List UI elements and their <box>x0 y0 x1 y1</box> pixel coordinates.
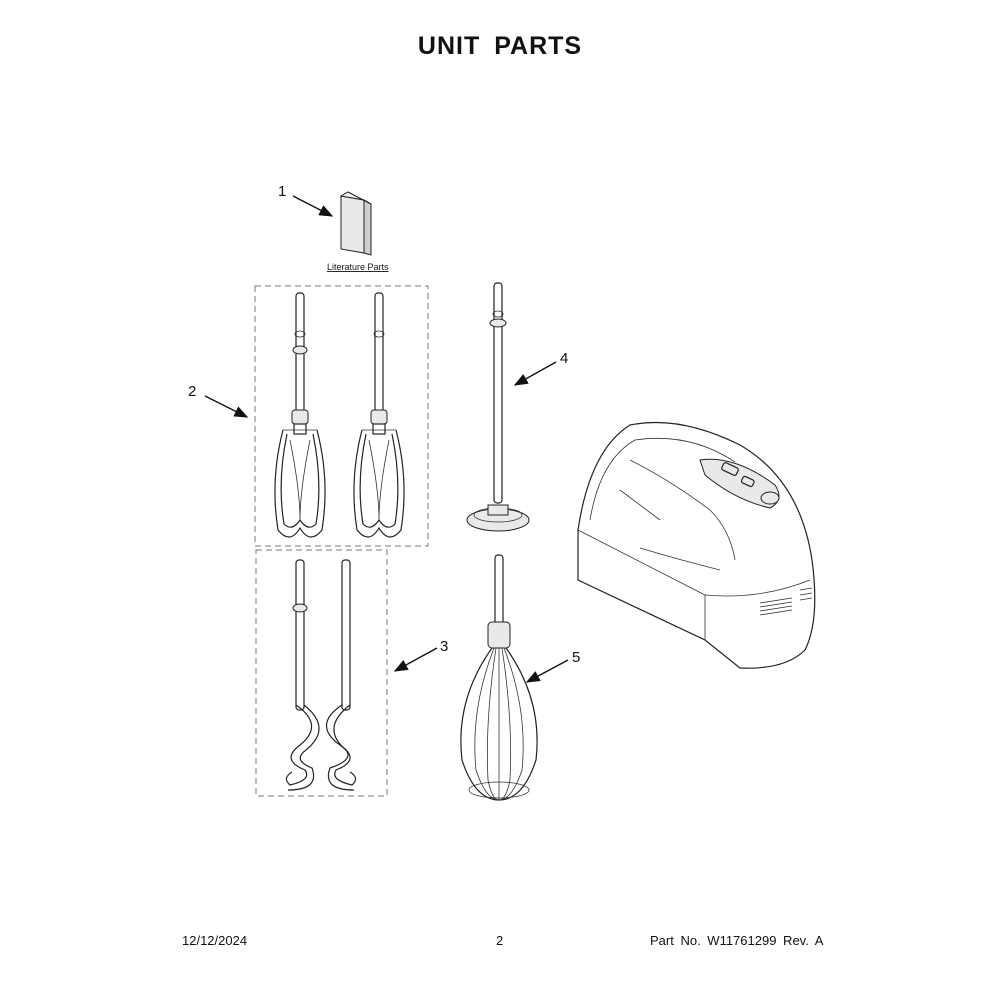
hand-mixer-body <box>577 421 816 669</box>
footer-page-number: 2 <box>496 933 504 948</box>
callout-arrow-1 <box>292 195 334 217</box>
callout-1: 1 <box>278 183 286 200</box>
beaters-group-box <box>254 285 429 547</box>
callout-3: 3 <box>440 638 448 655</box>
blender-rod <box>466 282 530 532</box>
dough-hook-left <box>285 559 320 791</box>
callout-2: 2 <box>188 383 196 400</box>
beater-right <box>353 292 405 538</box>
callout-arrow-2 <box>204 395 249 418</box>
dough-hooks-group-box <box>255 549 388 797</box>
callout-arrow-3 <box>393 647 438 672</box>
footer-date: 12/12/2024 <box>182 933 248 948</box>
footer-part-number: Part No. W11761299 Rev. A <box>650 933 824 948</box>
callout-4: 4 <box>560 350 568 367</box>
callout-arrow-5 <box>525 659 569 683</box>
page-title: UNIT PARTS <box>417 32 583 60</box>
beater-left <box>274 292 326 538</box>
mixer-vent <box>759 587 813 616</box>
whisk <box>460 554 538 801</box>
dough-hook-right <box>325 559 357 791</box>
literature-parts-label: Literature Parts <box>327 262 389 272</box>
callout-5: 5 <box>572 649 580 666</box>
callout-arrow-4 <box>513 361 557 386</box>
literature-booklet <box>339 191 372 256</box>
